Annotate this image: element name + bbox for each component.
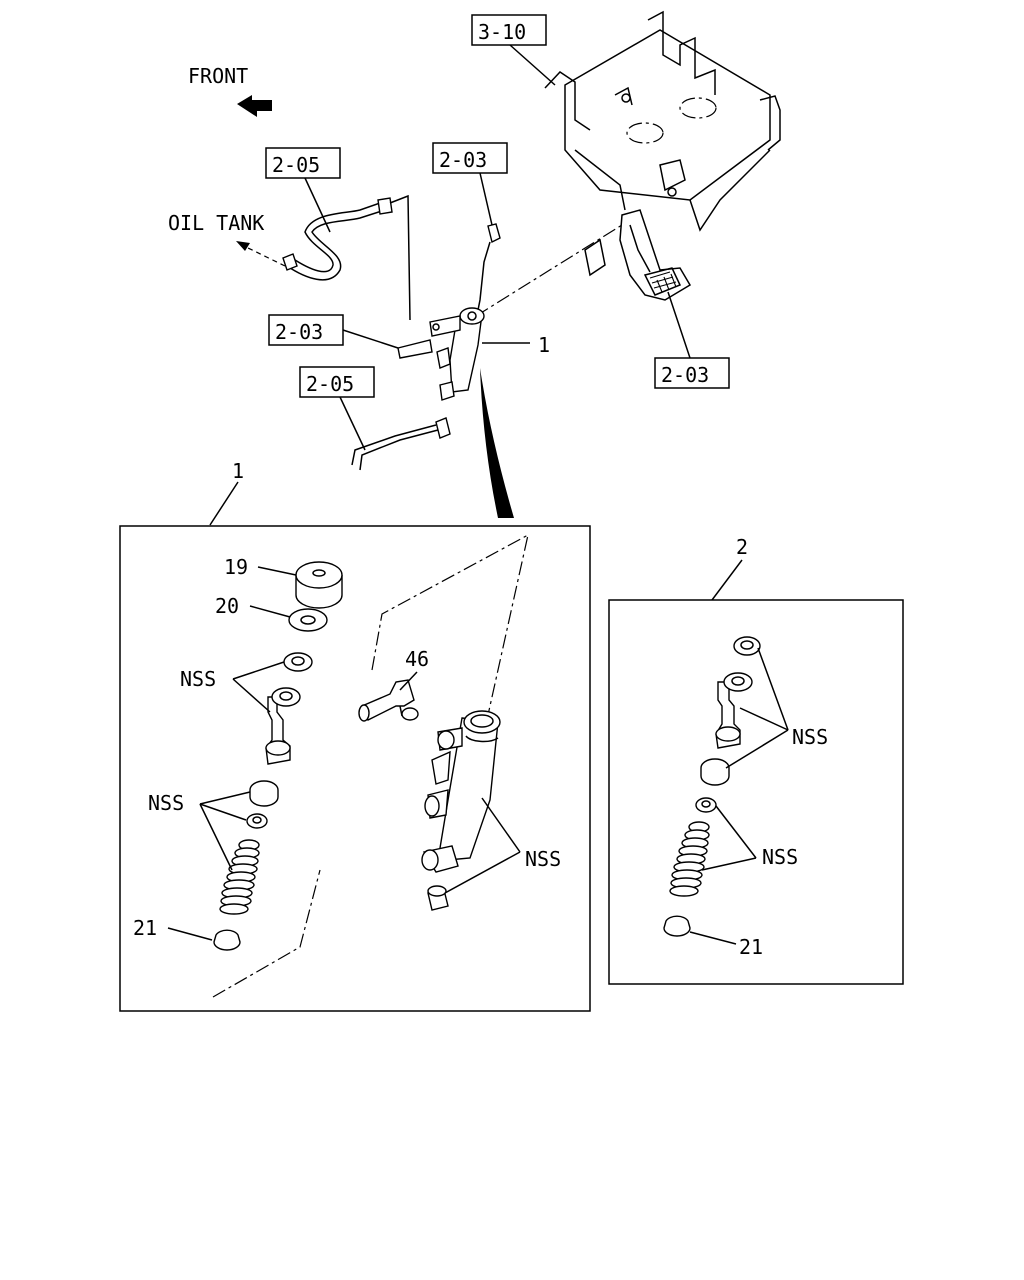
reservoir-hose xyxy=(282,194,411,321)
p1-label-21: 21 xyxy=(133,916,157,940)
ref-2-03-right: 2-03 xyxy=(661,363,709,387)
elbow-fitting-46 xyxy=(358,679,419,722)
p1-seal-ring-b xyxy=(246,813,268,829)
p1-piston xyxy=(265,687,301,765)
p2-seal-ring-b xyxy=(695,797,717,813)
p2-cup xyxy=(700,758,730,786)
front-arrow-icon xyxy=(237,95,272,117)
pushrod-fitting xyxy=(477,223,501,311)
p2-label-21: 21 xyxy=(739,935,763,959)
ref-2-05-bottom: 2-05 xyxy=(306,372,354,396)
p1-label-19: 19 xyxy=(224,555,248,579)
detail-arrow-icon xyxy=(480,368,514,518)
p2-label-nss-a: NSS xyxy=(792,725,828,749)
p1-label-nss-c: NSS xyxy=(525,847,561,871)
oil-tank-arrow-icon xyxy=(236,241,250,251)
oil-tank-label: OIL TANK xyxy=(168,211,264,235)
p2-seal-ring-a xyxy=(733,636,761,656)
ref-2-03-left: 2-03 xyxy=(275,320,323,344)
p2-spring xyxy=(669,821,710,897)
panel1-title: 1 xyxy=(232,459,244,483)
ref-box-2-03-top xyxy=(432,142,508,174)
p1-label-46: 46 xyxy=(405,647,429,671)
item-1-main-label: 1 xyxy=(538,333,550,357)
pedal-bracket xyxy=(544,10,781,232)
p1-label-nss-a: NSS xyxy=(180,667,216,691)
ref-2-03-top: 2-03 xyxy=(439,148,487,172)
master-cylinder-assembled xyxy=(351,307,485,471)
ref-2-05-top: 2-05 xyxy=(272,153,320,177)
clutch-pedal xyxy=(584,209,692,301)
ref-box-2-03-right xyxy=(654,357,730,389)
p2-label-nss-b: NSS xyxy=(762,845,798,869)
panel1-box xyxy=(119,525,591,1012)
p1-boot-21 xyxy=(213,929,241,951)
p1-label-20: 20 xyxy=(215,594,239,618)
reservoir-cap-19 xyxy=(295,561,343,609)
p1-label-nss-b: NSS xyxy=(148,791,184,815)
p1-end-plug xyxy=(427,885,449,911)
ref-3-10: 3-10 xyxy=(478,20,526,44)
washer-20 xyxy=(288,608,328,632)
panel2-box xyxy=(608,599,904,985)
p2-boot-21 xyxy=(663,915,691,937)
ref-box-3-10 xyxy=(471,14,547,46)
panel2-title: 2 xyxy=(736,535,748,559)
front-label: FRONT xyxy=(188,64,248,88)
p2-piston xyxy=(715,672,753,749)
p1-seal-ring-a xyxy=(283,652,313,672)
p1-cylinder-body xyxy=(421,710,501,873)
p1-spring xyxy=(219,839,260,915)
ref-box-2-05-bottom xyxy=(299,366,375,398)
p1-cup xyxy=(249,780,279,807)
ref-box-2-05-top xyxy=(265,147,341,179)
